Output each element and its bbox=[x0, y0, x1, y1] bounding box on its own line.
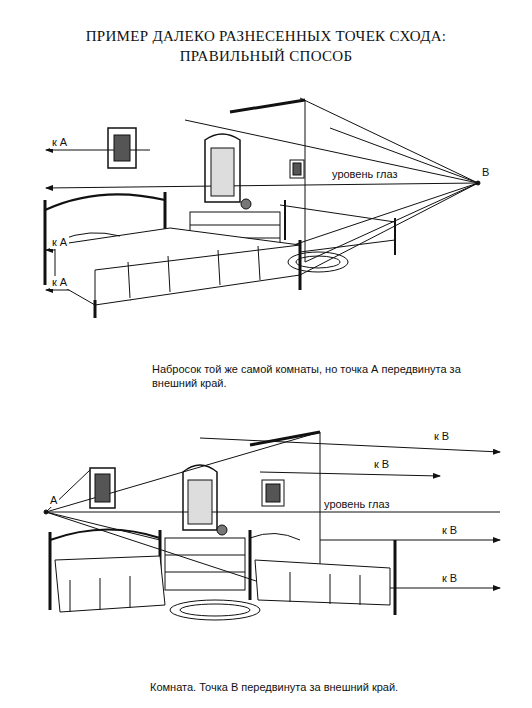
vanishing-label: к В bbox=[372, 458, 391, 471]
vanishing-label: к В bbox=[440, 572, 459, 585]
title: ПРИМЕР ДАЛЕКО РАЗНЕСЕННЫХ ТОЧЕК СХОДА: П… bbox=[56, 26, 476, 66]
vanishing-label: к В bbox=[432, 430, 451, 443]
eye-level-label: уровень глаз bbox=[322, 498, 392, 511]
vanishing-label: к А bbox=[50, 136, 69, 149]
point-label: B bbox=[480, 166, 491, 179]
vanishing-label: к А bbox=[50, 276, 69, 289]
eye-level-label: уровень глаз bbox=[330, 168, 400, 181]
vanishing-label: к А bbox=[50, 236, 69, 249]
caption: Набросок той же самой комнаты, но точка … bbox=[152, 362, 487, 390]
caption: Комната. Точка B передвинута за внешний … bbox=[150, 680, 510, 694]
vanishing-label: к В bbox=[440, 524, 459, 537]
point-label: А bbox=[48, 494, 59, 507]
